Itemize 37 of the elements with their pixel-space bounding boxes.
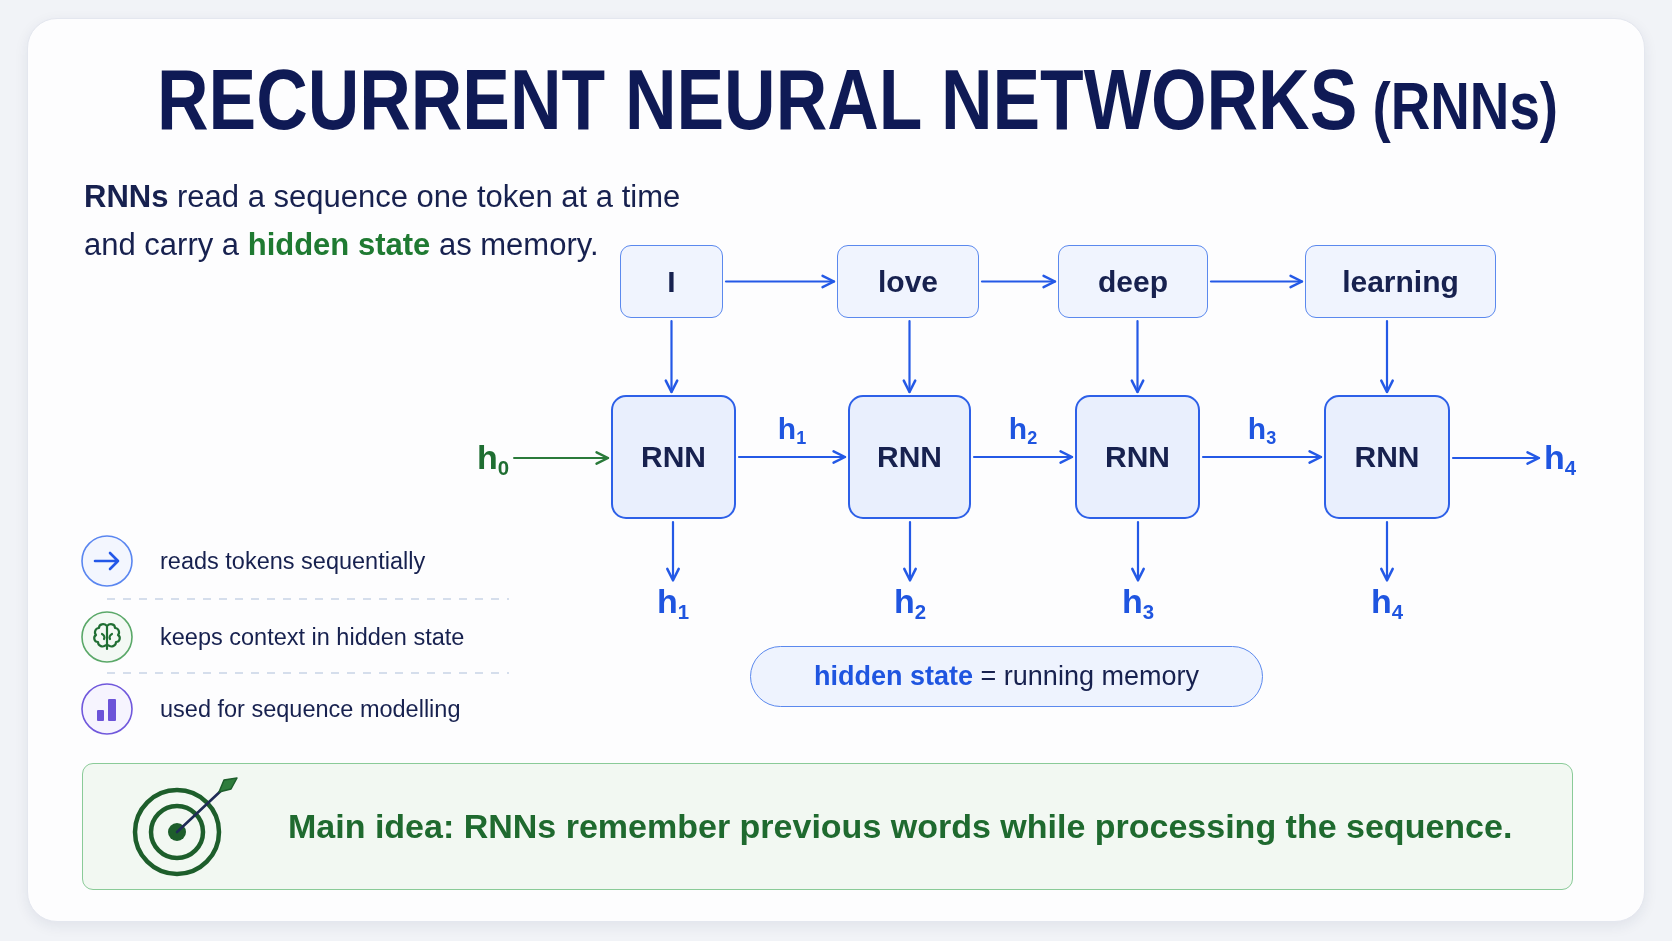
hidden-state-label: h$_{3}$ — [1120, 583, 1156, 621]
token-text: learning — [1342, 264, 1459, 299]
arrow — [1380, 319, 1394, 394]
rnn-cell-label: RNN — [641, 440, 706, 474]
title: RECURRENT NEURAL NETWORKS (RNNs) — [157, 56, 1559, 142]
main-idea-text: Main idea: RNNs remember previous words while processing the sequence. — [288, 807, 1513, 846]
hidden-state-label: h$_{1}$ — [655, 583, 691, 621]
feature-text: used for sequence modelling — [160, 695, 461, 724]
arrow — [902, 319, 917, 394]
memory-note-text: hidden state = running memory — [814, 661, 1199, 692]
hidden-state-label: h$_{4}$ — [1542, 439, 1578, 477]
arrow — [1131, 520, 1145, 582]
arrow — [724, 274, 836, 289]
token-text: I — [667, 264, 676, 299]
hidden-state-label: h$_{2}$ — [892, 583, 928, 621]
arrow — [1380, 520, 1394, 582]
arrow — [512, 451, 610, 465]
intro-text: RNNs read a sequence one token at a time and carry a hidden state as memory. — [84, 178, 682, 264]
rnn-cell-label: RNN — [1105, 440, 1170, 474]
arrow — [1201, 450, 1323, 464]
arrow — [664, 319, 679, 394]
arrow — [972, 450, 1074, 464]
rnn-cell-label: RNN — [1354, 440, 1420, 474]
token-text: love — [878, 264, 938, 299]
hidden-state-label: h$_{4}$ — [1369, 583, 1405, 621]
arrow — [1209, 274, 1304, 289]
rnn-cell-label: RNN — [877, 440, 942, 474]
arrow — [666, 520, 680, 582]
arrow — [903, 520, 917, 582]
feature-text: keeps context in hidden state — [160, 623, 465, 652]
feature-text: reads tokens sequentially — [160, 547, 426, 576]
arrow — [1451, 451, 1541, 465]
arrow — [980, 274, 1057, 289]
arrow — [1130, 319, 1145, 394]
token-text: deep — [1098, 264, 1168, 299]
hidden-state-label: h$_{0}$ — [475, 439, 511, 477]
arrow — [737, 450, 847, 464]
